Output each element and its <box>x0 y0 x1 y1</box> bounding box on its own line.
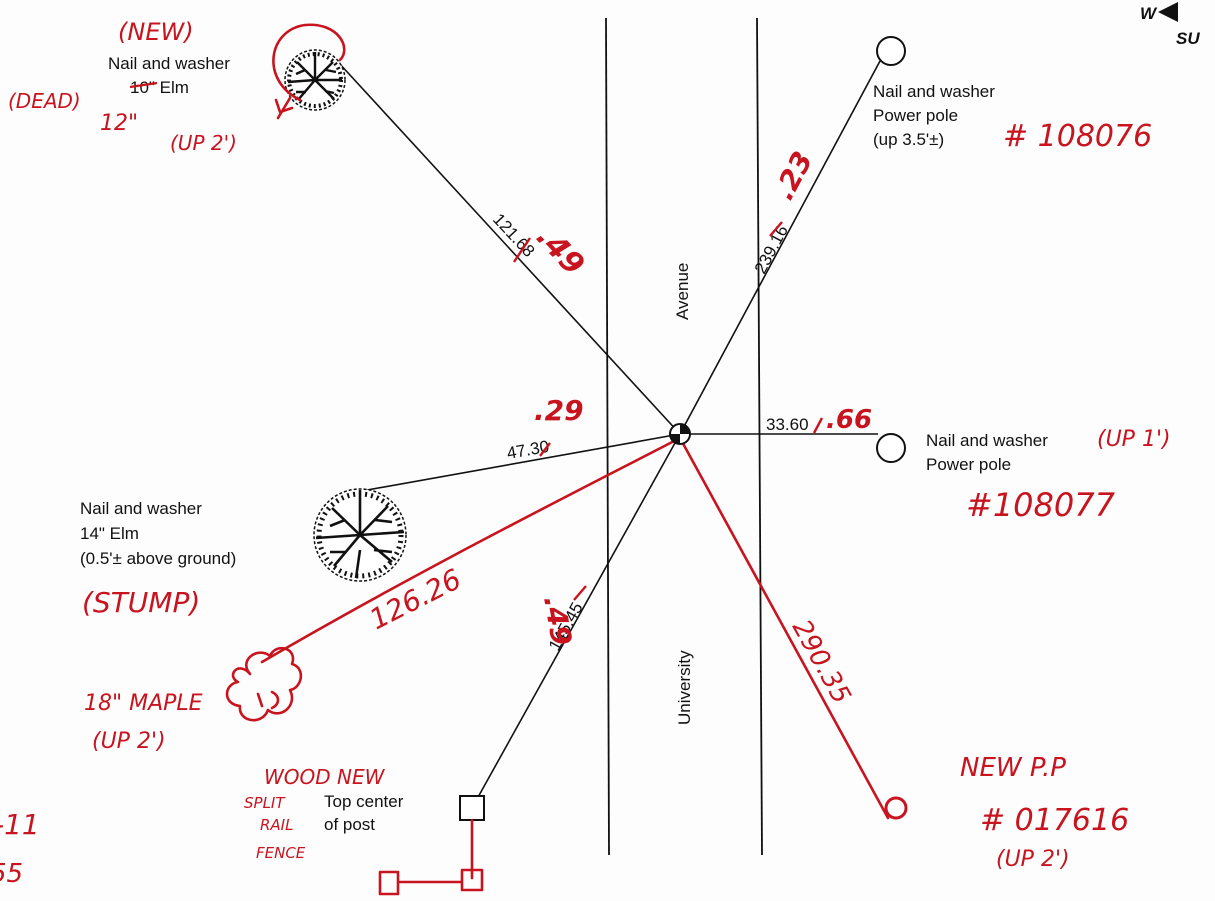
elm-nw-label-1: Nail and washer <box>108 54 230 73</box>
compass-letter: W <box>1140 4 1158 23</box>
power-pole-ne-icon <box>876 36 906 66</box>
pole-ne-label-3: (up 3.5'±) <box>873 130 944 149</box>
strike-145 <box>573 585 587 601</box>
elm-nw-label-2: 10" Elm <box>130 78 189 97</box>
power-pole-e-icon <box>876 433 906 463</box>
pole-ne-distance: 239.16 <box>751 222 792 277</box>
fix-elm-nw: .49 <box>529 220 591 283</box>
new-pole-number: # 017616 <box>980 803 1129 838</box>
tie-line-pole-ne <box>679 60 881 435</box>
street-name-avenue: Avenue <box>673 263 692 320</box>
street-name-university: University <box>675 650 694 725</box>
new-power-pole-icon <box>884 796 908 820</box>
split-rail-fence-icon <box>378 818 484 896</box>
elm-tree-nw-icon <box>284 49 346 111</box>
pole-e-distance: 33.60 <box>766 415 809 434</box>
maple-mark <box>256 690 280 710</box>
control-point-icon <box>669 423 691 445</box>
markup-circle-elm-nw <box>272 23 346 102</box>
note-maple-up: (UP 2') <box>92 729 166 754</box>
fix-pole-ne: .23 <box>767 146 819 205</box>
elm-w-label-2: 14" Elm <box>80 524 139 543</box>
tie-line-elm-nw <box>337 61 681 435</box>
compass-arrow-icon <box>1158 2 1178 22</box>
fence-note-4: FENCE <box>256 844 306 862</box>
strike-239 <box>769 221 783 237</box>
fence-note-3: RAIL <box>260 816 293 834</box>
margin-note-2: 55 <box>0 859 23 889</box>
strike-33 <box>812 417 824 434</box>
fence-note-2: SPLIT <box>244 794 286 812</box>
elm-w-label-1: Nail and washer <box>80 499 202 518</box>
pole-ne-label-1: Nail and washer <box>873 82 995 101</box>
strike-10in <box>129 81 158 89</box>
tie-line-elm-w <box>344 433 681 495</box>
strike-121 <box>513 237 531 263</box>
tie-line-maple <box>260 436 682 664</box>
note-stump: (STUMP) <box>82 586 200 619</box>
compass-label: SU <box>1176 29 1200 48</box>
new-pole-label: NEW P.P <box>960 753 1066 783</box>
tie-line-new-pole <box>678 436 890 820</box>
maple-tree-icon <box>225 646 303 722</box>
markup-arrow-icon <box>274 96 294 120</box>
road-edge-east <box>756 17 763 856</box>
note-elm-nw-up: (UP 2') <box>170 131 237 155</box>
maple-label: 18" MAPLE <box>84 691 203 716</box>
note-12in: 12" <box>100 111 138 136</box>
fix-pole-e: .66 <box>826 405 872 435</box>
note-pole-e-up: (UP 1') <box>1097 427 1171 452</box>
post-label-1: Top center <box>324 792 404 811</box>
pole-ne-label-2: Power pole <box>873 106 958 125</box>
strike-47 <box>539 442 551 457</box>
note-new-pole-up: (UP 2') <box>996 847 1070 872</box>
fix-elm-w: .29 <box>534 394 584 427</box>
pole-e-label-1: Nail and washer <box>926 431 1048 450</box>
note-dead: (DEAD) <box>8 89 81 113</box>
road-edge-west <box>605 17 610 856</box>
elm-w-label-3: (0.5'± above ground) <box>80 549 236 568</box>
post-icon <box>459 795 485 821</box>
margin-note-1: -11 <box>0 808 40 841</box>
pole-ne-number: # 108076 <box>1003 119 1152 154</box>
fence-note-1: WOOD NEW <box>264 765 386 789</box>
tie-line-post <box>471 433 681 809</box>
pole-e-label-2: Power pole <box>926 455 1011 474</box>
north-arrow-fragment: W SU <box>1140 2 1200 48</box>
elm-tree-w-icon <box>313 488 407 582</box>
note-new: (NEW) <box>118 18 194 46</box>
post-label-2: of post <box>324 815 375 834</box>
pole-e-number: #108077 <box>966 486 1116 524</box>
